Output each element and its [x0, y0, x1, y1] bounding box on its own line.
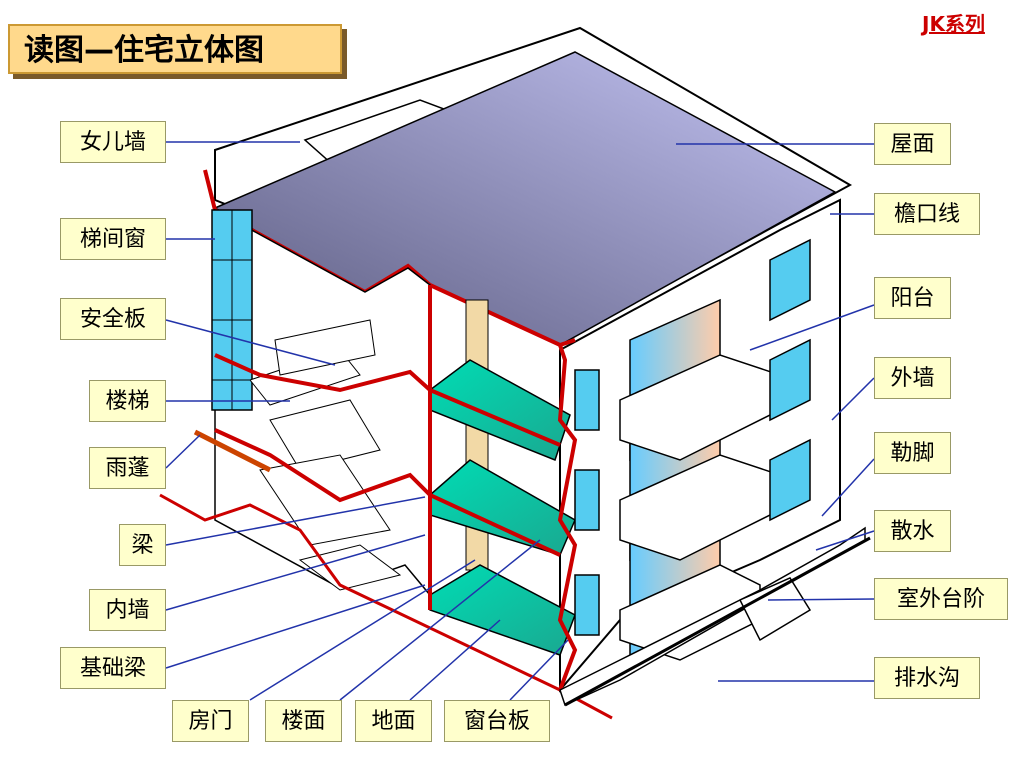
label-eave-line: 檐口线: [874, 193, 980, 235]
label-drain-ditch: 排水沟: [874, 657, 980, 699]
label-stair-window: 梯间窗: [60, 218, 166, 260]
label-parapet: 女儿墙: [60, 121, 166, 163]
label-inner-wall: 内墙: [89, 589, 166, 631]
label-ground-floor: 地面: [355, 700, 432, 742]
label-apron: 散水: [874, 510, 951, 552]
balconies: [619, 298, 781, 662]
label-window-sill: 窗台板: [444, 700, 550, 742]
label-plinth: 勒脚: [874, 432, 951, 474]
label-safety-board: 安全板: [60, 298, 166, 340]
label-stairs: 楼梯: [89, 380, 166, 422]
section-cut-mid: [214, 353, 561, 447]
label-canopy: 雨蓬: [89, 447, 166, 489]
page-title: 读图—住宅立体图: [8, 24, 342, 74]
brand-label[interactable]: JK系列: [922, 12, 985, 36]
label-exterior-wall: 外墙: [874, 357, 951, 399]
label-outdoor-steps: 室外台阶: [874, 578, 1008, 620]
label-roof: 屋面: [874, 123, 951, 165]
label-beam: 梁: [119, 524, 166, 566]
label-foundation-beam: 基础梁: [60, 647, 166, 689]
staircase: [249, 319, 402, 591]
section-cut-right: [557, 344, 578, 691]
section-windows: [574, 369, 600, 636]
base-details: [559, 526, 871, 707]
stair-window: [211, 209, 253, 411]
section-cut-low: [214, 428, 561, 557]
side-windows: [769, 238, 811, 522]
label-door: 房门: [172, 700, 249, 742]
label-floor-surface: 楼面: [265, 700, 342, 742]
label-balcony: 阳台: [874, 277, 951, 319]
canopy: [193, 429, 272, 473]
leader-lines: [165, 141, 875, 701]
